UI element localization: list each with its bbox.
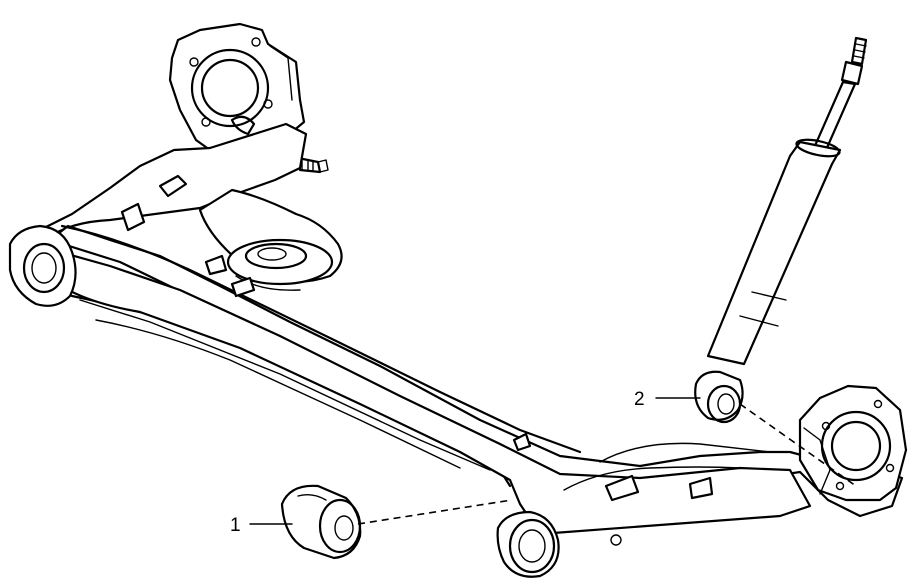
callout-2-label: 2 — [634, 389, 645, 410]
bushing-install-line — [357, 499, 513, 525]
bushing-part — [280, 484, 362, 560]
right-hub-bracket — [798, 384, 908, 502]
shock-absorber — [694, 36, 868, 424]
right-pivot-eye — [496, 510, 560, 578]
left-pivot-eye — [8, 224, 77, 307]
callout-1-label: 1 — [230, 515, 241, 536]
left-hub-bracket — [168, 22, 329, 174]
axle-beam — [38, 122, 904, 546]
